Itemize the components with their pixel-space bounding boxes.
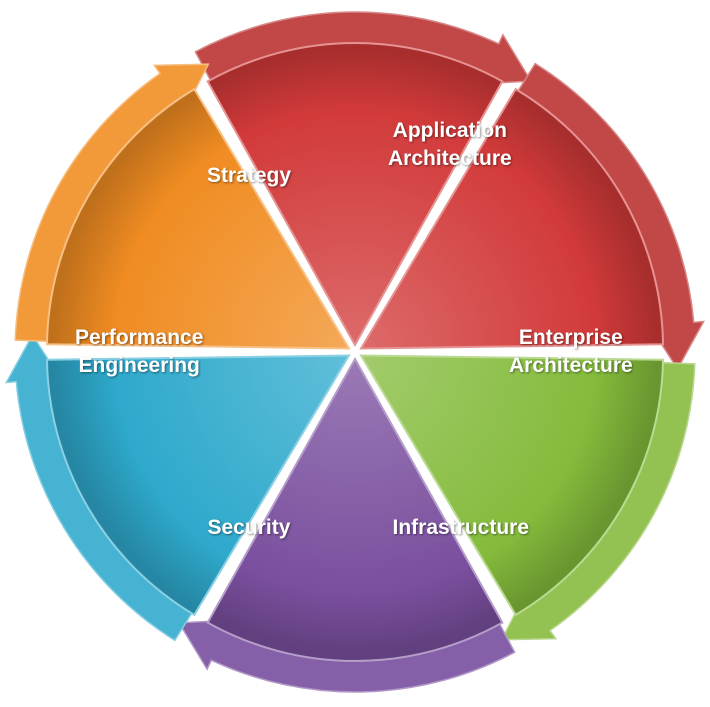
wedge-performance-engineering — [45, 87, 351, 350]
wedge-enterprise-architecture — [359, 354, 665, 617]
wedge-infrastructure — [206, 356, 504, 662]
wedge-application-architecture — [359, 87, 665, 350]
wedge-strategy — [206, 42, 504, 348]
wedge-security — [45, 354, 351, 617]
wedge-ring — [45, 42, 665, 662]
